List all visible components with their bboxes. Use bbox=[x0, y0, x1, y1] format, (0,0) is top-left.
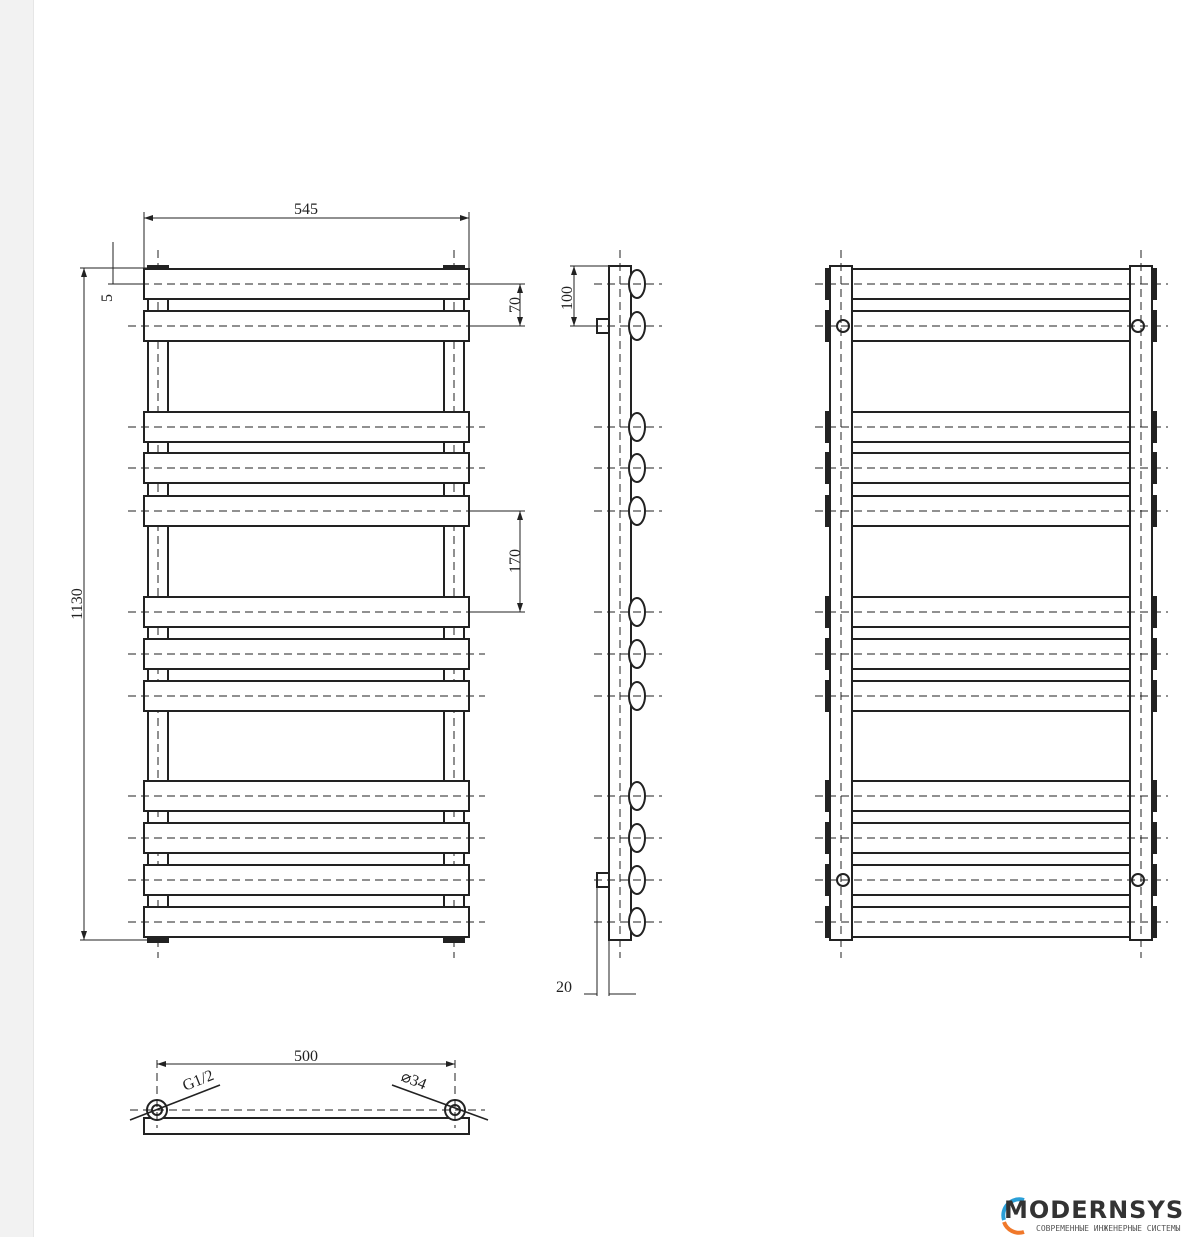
leader-diameter bbox=[391, 1084, 489, 1121]
logo-tagline: СОВРЕМЕННЫЕ ИНЖЕНЕРНЫЕ СИСТЕМЫ bbox=[1036, 1224, 1181, 1233]
bar-end-tab bbox=[825, 495, 831, 527]
bar-end-tab bbox=[825, 780, 831, 812]
bar-end-tab bbox=[1151, 780, 1157, 812]
dim-5: 5 bbox=[99, 294, 116, 302]
bar-end-tab bbox=[825, 452, 831, 484]
dim-545: 545 bbox=[294, 201, 318, 218]
side-view bbox=[594, 250, 662, 958]
bar-end-tab bbox=[825, 268, 831, 300]
bar-end-tab bbox=[1151, 495, 1157, 527]
wall-bracket bbox=[596, 872, 610, 888]
back-view bbox=[815, 250, 1168, 958]
bottom-bar bbox=[143, 1117, 470, 1135]
bar-end-tab bbox=[825, 906, 831, 938]
bar-end-tab bbox=[1151, 638, 1157, 670]
front-view bbox=[128, 250, 485, 958]
dim-20: 20 bbox=[556, 979, 572, 996]
bar-end-tab bbox=[1151, 680, 1157, 712]
bar-end-tab bbox=[1151, 268, 1157, 300]
dim-100: 100 bbox=[559, 286, 576, 310]
dim-170: 170 bbox=[507, 549, 524, 573]
bar-end-tab bbox=[1151, 906, 1157, 938]
bar-end-tab bbox=[825, 680, 831, 712]
mount-hole bbox=[836, 873, 850, 887]
mount-hole bbox=[1131, 319, 1145, 333]
dim-70: 70 bbox=[507, 297, 524, 313]
bar-end-tab bbox=[1151, 310, 1157, 342]
modernsys-logo: MODERNSYS СОВРЕМЕННЫЕ ИНЖЕНЕРНЫЕ СИСТЕМЫ bbox=[996, 1194, 1196, 1236]
dimension-lines bbox=[80, 212, 636, 1067]
bar-end-tab bbox=[825, 822, 831, 854]
bar-end-tab bbox=[825, 638, 831, 670]
bar-end-tab bbox=[825, 596, 831, 628]
dim-1130: 1130 bbox=[69, 588, 86, 619]
dim-500: 500 bbox=[294, 1048, 318, 1065]
bar-end-tab bbox=[1151, 411, 1157, 443]
bar-end-tab bbox=[825, 411, 831, 443]
bar-end-tab bbox=[1151, 822, 1157, 854]
bottom-view bbox=[129, 1060, 489, 1135]
logo-arc-icon bbox=[1001, 1197, 1025, 1235]
mount-hole bbox=[836, 319, 850, 333]
bar-end-tab bbox=[1151, 864, 1157, 896]
mount-hole bbox=[1131, 873, 1145, 887]
leader-thread bbox=[129, 1084, 221, 1121]
label-thread: G1/2 bbox=[180, 1067, 216, 1095]
bar-end-tab bbox=[1151, 452, 1157, 484]
page-margin bbox=[0, 0, 34, 1237]
bar-end-tab bbox=[1151, 596, 1157, 628]
bar-end-tab bbox=[825, 310, 831, 342]
logo-name: MODERNSYS bbox=[1004, 1196, 1185, 1224]
bar-end-tab bbox=[825, 864, 831, 896]
